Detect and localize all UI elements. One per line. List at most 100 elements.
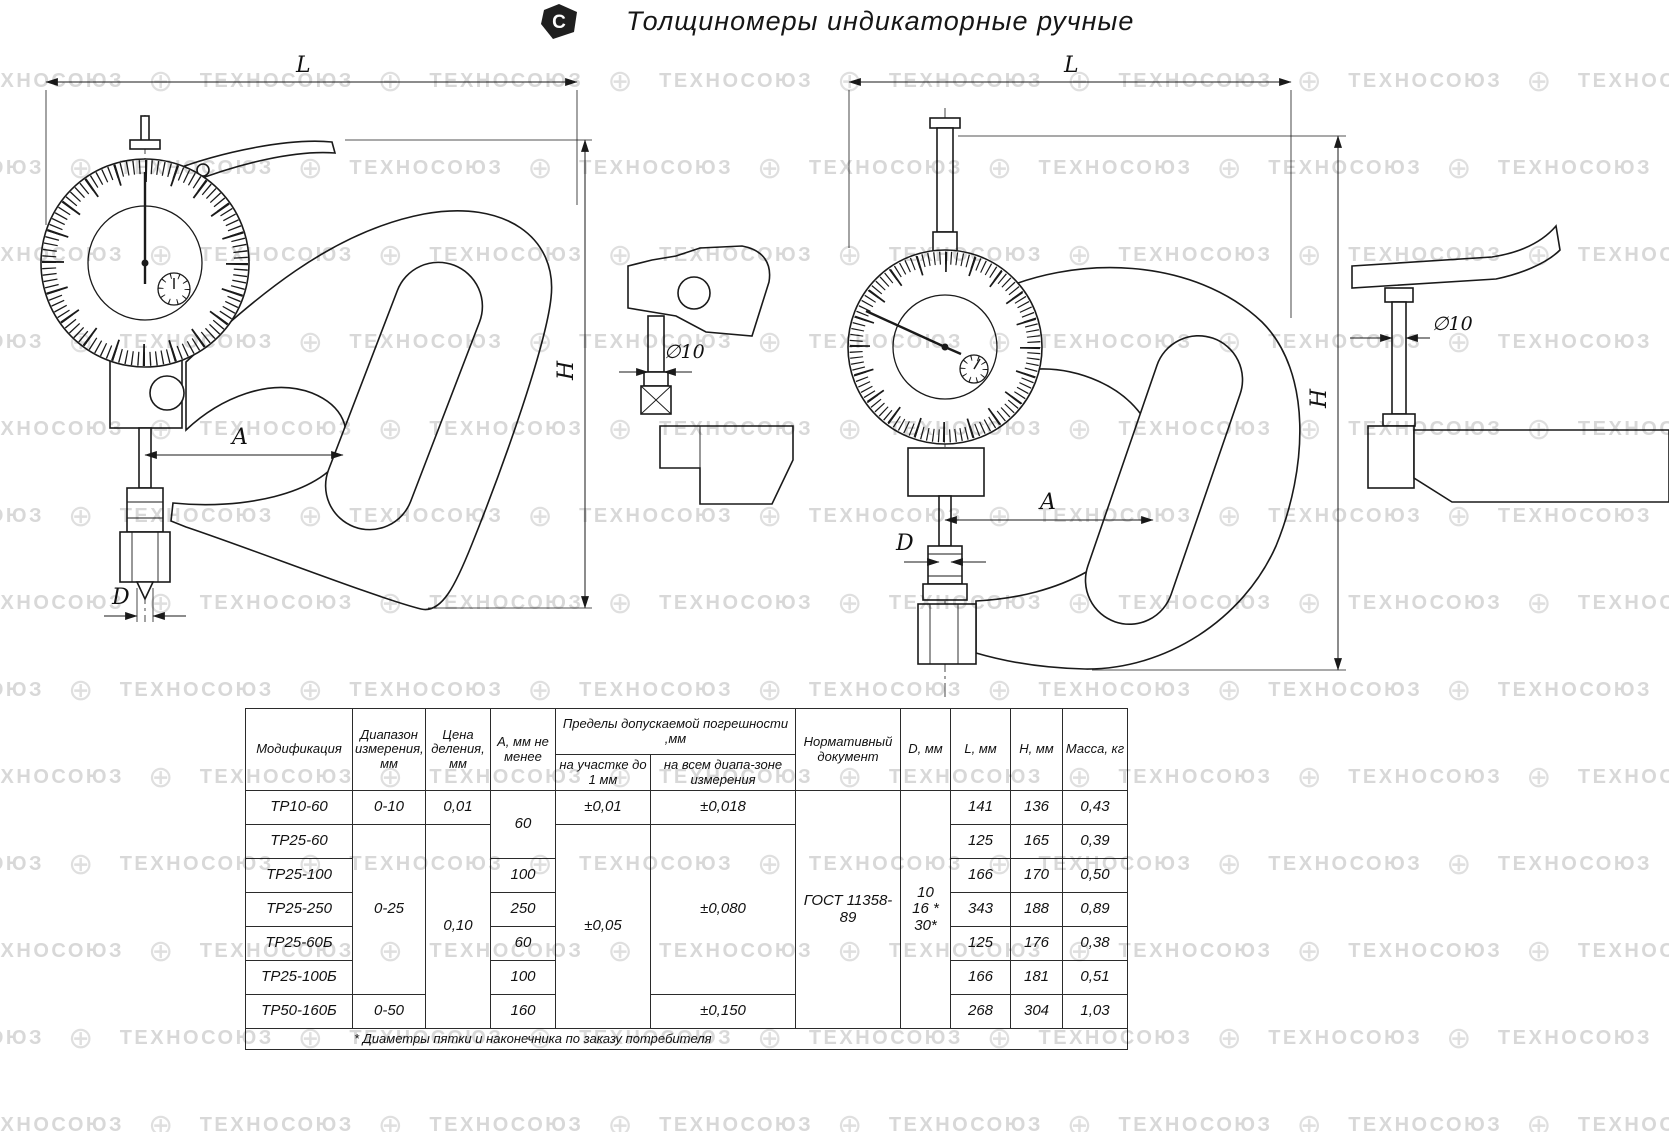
cell-modification: ТР25-250 xyxy=(245,892,353,927)
left-dim-H: H xyxy=(554,360,579,381)
cell-a: 60 xyxy=(490,926,556,961)
col-header-l: L, мм xyxy=(950,708,1011,791)
right-gauge-drawing xyxy=(847,108,1301,700)
table-footnote: * Диаметры пятки и наконечника по заказу… xyxy=(245,1028,1128,1050)
table-row: ТР25-250 250 343 188 0,89 xyxy=(245,892,1128,927)
col-header-error-upto1: на участке до 1 мм xyxy=(555,754,651,791)
cell-d-line2: 16 * xyxy=(912,900,939,918)
right-dim-L: L xyxy=(1063,53,1079,78)
right-revolution-counter xyxy=(959,354,989,384)
cell-l: 125 xyxy=(950,926,1011,961)
cell-error-upto1: ±0,01 xyxy=(555,790,651,825)
cell-modification: ТР25-60Б xyxy=(245,926,353,961)
right-dim-H: H xyxy=(1307,388,1332,409)
cell-a: 60 xyxy=(490,790,556,859)
cell-mass: 0,39 xyxy=(1062,824,1128,859)
right-spindle-assembly xyxy=(907,447,985,665)
cell-h: 176 xyxy=(1010,926,1063,961)
right-plunger xyxy=(929,117,961,255)
cell-l: 166 xyxy=(950,858,1011,893)
cell-modification: ТР10-60 xyxy=(245,790,353,825)
left-revolution-counter xyxy=(157,272,191,306)
cell-d: 10 16 * 30* xyxy=(900,790,951,1029)
cell-modification: ТР25-100Б xyxy=(245,960,353,995)
spec-table: Модификация Диапазон измерения, мм Цена … xyxy=(245,708,1128,1050)
cell-document: ГОСТ 11358-89 xyxy=(795,790,901,1029)
table-row: ТР25-60Б 60 125 176 0,38 xyxy=(245,926,1128,961)
cell-h: 304 xyxy=(1010,994,1063,1029)
left-detail-spindle xyxy=(647,315,665,373)
left-dim-D: D xyxy=(111,585,130,610)
left-dim-dia10: ∅10 xyxy=(664,341,705,363)
left-detail-view xyxy=(627,245,794,505)
col-header-mass: Масса, кг xyxy=(1062,708,1128,791)
cell-mass: 0,50 xyxy=(1062,858,1128,893)
cell-range: 0-25 xyxy=(352,824,426,995)
cell-range: 0-10 xyxy=(352,790,426,825)
cell-modification: ТР25-100 xyxy=(245,858,353,893)
right-detail-view xyxy=(1351,224,1669,503)
cell-modification: ТР25-60 xyxy=(245,824,353,859)
table-row: ТР10-60 0-10 0,01 60 ±0,01 ±0,018 ГОСТ 1… xyxy=(245,790,1128,1029)
left-dim-L: L xyxy=(295,53,311,78)
cell-mass: 1,03 xyxy=(1062,994,1128,1029)
col-header-graduation: Цена деления, мм xyxy=(425,708,491,791)
cell-a: 100 xyxy=(490,960,556,995)
table-row: ТР50-160Б 0-50 160 ±0,150 268 304 1,03 xyxy=(245,994,1128,1029)
cell-graduation: 0,01 xyxy=(425,790,491,825)
left-frame-slot xyxy=(324,261,484,531)
col-header-d: D, мм xyxy=(900,708,951,791)
logo-letter: С xyxy=(552,12,566,33)
right-dim-dia10: ∅10 xyxy=(1432,313,1473,335)
manufacturer-logo: С xyxy=(541,4,577,39)
col-header-range: Диапазон измерения, мм xyxy=(352,708,426,791)
col-header-document: Нормативный документ xyxy=(795,708,901,791)
right-dim-D: D xyxy=(895,531,914,556)
col-header-error-full: на всем диапа-зоне измерения xyxy=(650,754,796,791)
cell-l: 268 xyxy=(950,994,1011,1029)
cell-a: 160 xyxy=(490,994,556,1029)
left-spindle-assembly xyxy=(109,355,185,601)
cell-a: 100 xyxy=(490,858,556,893)
dimensions: L H A D ∅10 L xyxy=(45,53,1473,671)
right-dial-indicator xyxy=(847,249,1043,445)
cell-h: 136 xyxy=(1010,790,1063,825)
cell-h: 188 xyxy=(1010,892,1063,927)
cell-error-full: ±0,150 xyxy=(650,994,796,1029)
col-header-a-min: А, мм не менее xyxy=(490,708,556,791)
cell-error-full: ±0,080 xyxy=(650,824,796,995)
table-footnote-row: * Диаметры пятки и наконечника по заказу… xyxy=(245,1028,1128,1050)
cell-l: 166 xyxy=(950,960,1011,995)
cell-mass: 0,38 xyxy=(1062,926,1128,961)
cell-l: 125 xyxy=(950,824,1011,859)
right-dim-A: A xyxy=(1038,490,1056,515)
right-frame-slot xyxy=(1084,334,1244,626)
right-dial-needle xyxy=(865,309,946,349)
cell-l: 141 xyxy=(950,790,1011,825)
cell-range: 0-50 xyxy=(352,994,426,1029)
title-block: С Толщиномеры индикаторные ручные xyxy=(538,2,1134,40)
cell-modification: ТР50-160Б xyxy=(245,994,353,1029)
col-header-error-group: Пределы допускаемой погрешности ,мм xyxy=(555,708,796,755)
left-gauge-drawing xyxy=(40,115,553,622)
table-row: ТР25-60 0-25 0,10 ±0,05 ±0,080 125 165 0… xyxy=(245,824,1128,1029)
left-dim-A: A xyxy=(230,425,248,450)
cell-h: 165 xyxy=(1010,824,1063,859)
cell-l: 343 xyxy=(950,892,1011,927)
cell-mass: 0,43 xyxy=(1062,790,1128,825)
cell-h: 170 xyxy=(1010,858,1063,893)
right-detail-spindle xyxy=(1391,301,1407,415)
cell-graduation: 0,10 xyxy=(425,824,491,1029)
col-header-modification: Модификация xyxy=(245,708,353,791)
left-dial-indicator xyxy=(40,158,250,368)
cell-mass: 0,89 xyxy=(1062,892,1128,927)
cell-d-line3: 30* xyxy=(914,916,937,934)
page-title: Толщиномеры индикаторные ручные xyxy=(626,5,1135,36)
cell-error-full: ±0,018 xyxy=(650,790,796,825)
cell-a: 250 xyxy=(490,892,556,927)
cell-h: 181 xyxy=(1010,960,1063,995)
cell-mass: 0,51 xyxy=(1062,960,1128,995)
cell-d-line1: 10 xyxy=(917,883,934,901)
